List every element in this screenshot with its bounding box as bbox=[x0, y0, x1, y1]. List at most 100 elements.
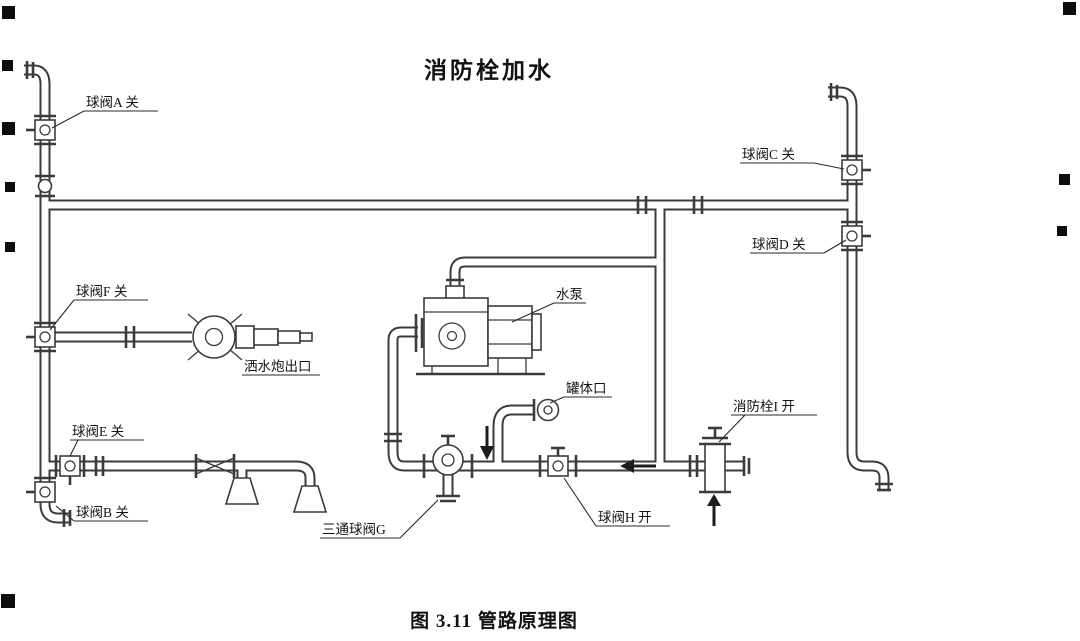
label-hydrant-i: 消防栓I 开 bbox=[718, 399, 817, 443]
valve-e-label: 球阀E 关 bbox=[72, 424, 124, 439]
label-cannon-outlet: 洒水炮出口 bbox=[242, 359, 320, 376]
valve-body bbox=[34, 326, 56, 348]
label-valve-d: 球阀D 关 bbox=[750, 237, 847, 254]
valve-a-label: 球阀A 关 bbox=[86, 95, 139, 110]
leader-line bbox=[51, 110, 85, 129]
label-valve-c: 球阀C 关 bbox=[740, 147, 845, 170]
leader-line bbox=[718, 414, 746, 443]
valve-ball bbox=[846, 230, 858, 242]
scan-mark bbox=[1, 594, 15, 608]
leader-line bbox=[563, 477, 597, 527]
label-valve-a: 球阀A 关 bbox=[51, 95, 158, 129]
bell-mouth bbox=[224, 477, 260, 505]
leader-line bbox=[549, 396, 565, 404]
label-valve-e: 球阀E 关 bbox=[69, 424, 144, 457]
label-tank-port: 罐体口 bbox=[549, 381, 612, 404]
fire-hydrant-i bbox=[699, 426, 751, 494]
scan-mark bbox=[1063, 2, 1076, 15]
pump-impeller bbox=[438, 322, 466, 350]
valve-ball bbox=[39, 124, 51, 136]
valve-body bbox=[432, 444, 464, 476]
right-riser-pipe bbox=[828, 92, 884, 490]
pump-discharge-stub bbox=[445, 285, 465, 300]
union-disc bbox=[37, 178, 53, 194]
leader-line bbox=[49, 299, 75, 331]
label-pump: 水泵 bbox=[511, 287, 586, 323]
flow-arrow-left-head bbox=[620, 459, 634, 473]
water-pump bbox=[414, 285, 545, 376]
valve-body bbox=[547, 455, 569, 477]
ball-valve-h bbox=[538, 446, 578, 477]
tank-port-label: 罐体口 bbox=[566, 381, 607, 396]
scan-mark bbox=[2, 122, 15, 135]
scan-mark bbox=[1059, 174, 1070, 185]
valve-body bbox=[59, 455, 81, 477]
valve-h-label: 球阀H 开 bbox=[598, 510, 652, 525]
hydrant-i-label: 消防栓I 开 bbox=[733, 399, 795, 414]
leader-line bbox=[823, 239, 847, 254]
ball-valve-c bbox=[841, 154, 871, 186]
three-way-g-label: 三通球阀G bbox=[322, 522, 386, 537]
valve-ball bbox=[39, 486, 51, 498]
tank-port-cap bbox=[536, 398, 560, 422]
valve-body bbox=[34, 119, 56, 141]
pump-casing bbox=[423, 297, 489, 367]
diagram-title: 消防栓加水 bbox=[424, 57, 554, 83]
ball-valve-d bbox=[841, 220, 871, 252]
valve-d-label: 球阀D 关 bbox=[752, 237, 806, 252]
scan-mark bbox=[5, 182, 15, 192]
cannon-swivel-hub bbox=[204, 327, 224, 347]
scan-mark bbox=[1057, 226, 1067, 236]
pump-label: 水泵 bbox=[556, 287, 583, 302]
pump-motor-cap bbox=[531, 313, 542, 351]
leader-line bbox=[511, 302, 555, 323]
label-valve-f: 球阀F 关 bbox=[49, 284, 148, 331]
ball-valve-e bbox=[54, 455, 105, 485]
flow-arrow-down-head bbox=[480, 446, 494, 460]
leader-line bbox=[813, 162, 845, 170]
ball-valve-f bbox=[26, 321, 56, 353]
figure-caption: 图 3.11 管路原理图 bbox=[410, 609, 578, 632]
cannon-barrel bbox=[253, 328, 279, 346]
valve-ball bbox=[846, 164, 858, 176]
valve-c-label: 球阀C 关 bbox=[742, 147, 795, 162]
pump-motor bbox=[487, 305, 533, 359]
cannon-outlet-label: 洒水炮出口 bbox=[244, 359, 312, 374]
valve-body bbox=[34, 481, 56, 503]
ball-valve-a bbox=[26, 114, 56, 146]
valve-ball bbox=[39, 331, 51, 343]
three-way-valve-g bbox=[422, 434, 474, 503]
leader-line bbox=[399, 499, 439, 539]
valve-ball bbox=[552, 460, 564, 472]
scan-mark bbox=[5, 242, 15, 252]
pump-shaft bbox=[446, 330, 458, 342]
tank-port-branch-pipe bbox=[498, 410, 534, 466]
valve-b-label: 球阀B 关 bbox=[76, 505, 129, 520]
label-three-way-g: 三通球阀G bbox=[320, 499, 439, 539]
discharge-bells bbox=[224, 477, 328, 513]
ball-valve-b bbox=[26, 476, 56, 503]
tank-port bbox=[532, 398, 560, 422]
label-valve-h: 球阀H 开 bbox=[563, 477, 670, 527]
valve-ball bbox=[64, 460, 76, 472]
scan-mark bbox=[2, 6, 15, 19]
water-cannon bbox=[187, 313, 313, 361]
flow-arrows bbox=[480, 426, 721, 526]
flow-arrow-up-head bbox=[707, 494, 721, 506]
scan-marks bbox=[1, 2, 1076, 608]
cannon-barrel bbox=[277, 330, 301, 344]
flanged-spool bbox=[194, 454, 236, 478]
valve-body bbox=[841, 225, 863, 247]
tank-port-cap-hub bbox=[543, 405, 553, 415]
bell-mouth bbox=[292, 485, 328, 513]
cannon-nozzle bbox=[299, 332, 313, 342]
spool-brace bbox=[195, 457, 235, 475]
leader-line bbox=[69, 439, 79, 457]
leader-line bbox=[55, 505, 75, 522]
valve-ball bbox=[441, 453, 455, 467]
valve-body bbox=[841, 159, 863, 181]
valve-f-label: 球阀F 关 bbox=[76, 284, 127, 299]
hydrant-body bbox=[704, 443, 726, 493]
